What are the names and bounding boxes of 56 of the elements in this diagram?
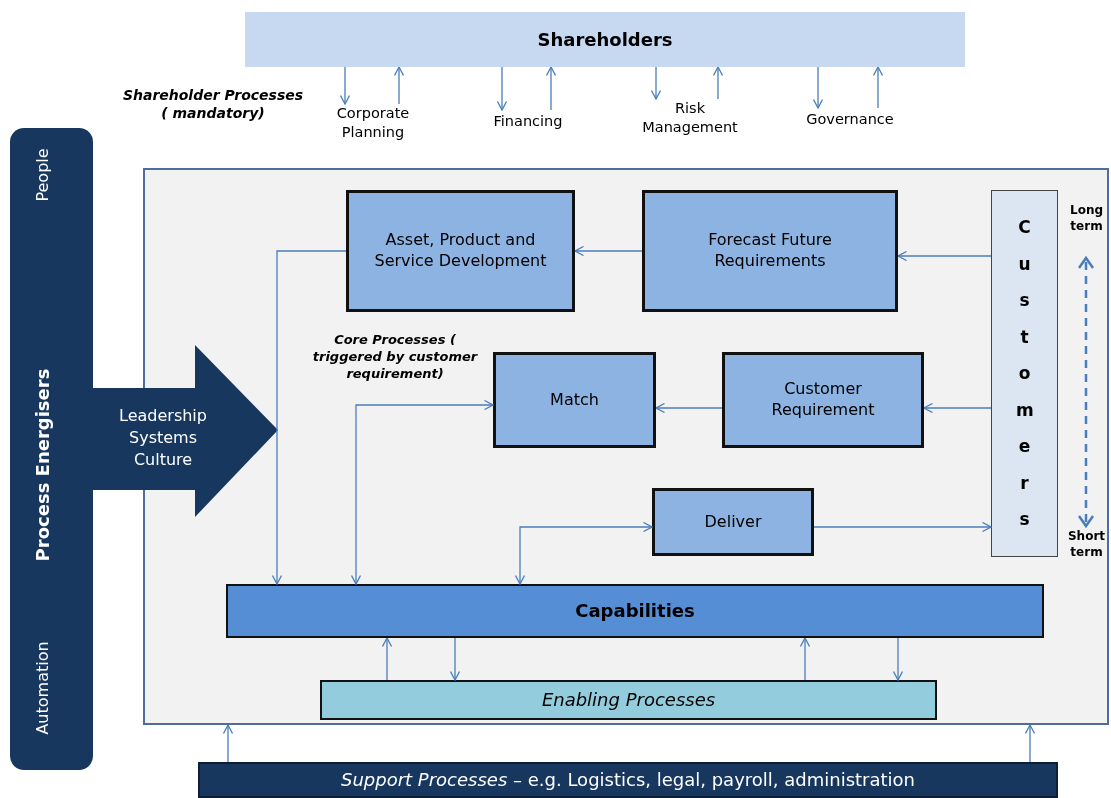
vertical-label: Customers	[1016, 216, 1033, 532]
capabilities-bar	[226, 584, 1044, 638]
band-label: Process Energisers	[31, 368, 52, 562]
arrow	[545, 66, 557, 111]
process-label: Risk Management	[641, 99, 739, 137]
header-bar	[245, 12, 965, 67]
box-label: Customer Requirement	[770, 379, 876, 421]
block-arrow	[93, 345, 278, 517]
process-box	[642, 190, 898, 312]
enabling-bar	[320, 680, 937, 720]
arrow	[393, 66, 405, 105]
arrow	[496, 66, 508, 111]
arrow	[1024, 724, 1036, 763]
arrow	[813, 521, 992, 533]
arrow	[923, 402, 992, 414]
section-label: Shareholder Processes ( mandatory)	[121, 86, 305, 123]
section-label: Core Processes ( triggered by customer requirement)	[311, 332, 479, 383]
process-label: Corporate Planning	[335, 104, 411, 142]
process-box	[346, 190, 575, 312]
side-band	[10, 128, 93, 770]
arrow	[892, 637, 904, 681]
arrow	[655, 402, 723, 414]
process-label: Governance	[806, 109, 894, 129]
process-label: Financing	[493, 111, 563, 131]
arrow	[799, 637, 811, 681]
arrow	[812, 66, 824, 109]
arrow	[271, 250, 347, 585]
band-label: Automation	[32, 641, 51, 735]
box-label: Match	[550, 389, 599, 411]
box-label: Asset, Product and Service Development	[373, 230, 548, 272]
box-label: Enabling Processes	[541, 688, 716, 712]
arrow	[381, 637, 393, 681]
band-label: People	[32, 148, 51, 202]
process-box	[652, 488, 814, 556]
scale-label: Short term	[1066, 529, 1107, 561]
arrow	[339, 66, 351, 105]
arrow	[350, 399, 494, 585]
process-box	[722, 352, 924, 448]
process-box	[493, 352, 656, 448]
box-label: Shareholders	[537, 27, 673, 52]
box-label: Capabilities	[575, 599, 695, 623]
arrow	[574, 245, 643, 257]
customers-bar	[991, 190, 1058, 557]
arrow	[222, 724, 234, 763]
scale-label: Long term	[1069, 203, 1104, 235]
box-label: Deliver	[704, 511, 762, 533]
arrow	[897, 250, 992, 262]
arrow	[650, 66, 662, 100]
box-label: Support Processes – e.g. Logistics, legal, payroll, administration	[340, 768, 915, 792]
box-label: Forecast Future Requirements	[707, 230, 833, 272]
arrow	[449, 637, 461, 681]
arrow-label: Leadership Systems Culture	[118, 405, 208, 471]
arrow	[872, 66, 884, 109]
arrow	[712, 66, 724, 100]
support-bar	[198, 762, 1058, 798]
arrow	[514, 521, 653, 585]
